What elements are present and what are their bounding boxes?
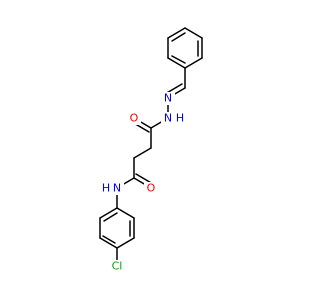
- nitrogen-atom-label: N: [164, 92, 172, 105]
- bond: [171, 55, 186, 64]
- oxygen-atom-label: O: [130, 112, 139, 125]
- hydrogen-atom-label: H: [176, 112, 184, 125]
- bond: [99, 237, 118, 249]
- atom-background: [161, 92, 175, 105]
- atom-background: [144, 182, 158, 195]
- bond-layer: [99, 27, 203, 264]
- bond: [133, 147, 152, 159]
- bond: [116, 207, 135, 219]
- chemical-structure: N N H O O N H Cl: [99, 27, 203, 273]
- nitrogen-atom-label: N: [113, 182, 121, 195]
- bond: [103, 212, 118, 222]
- atom-background: [110, 182, 124, 195]
- chlorine-atom-label: Cl: [112, 260, 123, 273]
- atom-background: [161, 112, 175, 125]
- bond: [102, 235, 116, 244]
- bond: [167, 57, 186, 69]
- bond: [184, 57, 203, 69]
- atom-background: [127, 112, 141, 125]
- bond: [184, 27, 203, 39]
- bond: [99, 207, 118, 219]
- bond: [167, 27, 186, 39]
- nitrogen-atom-label: N: [164, 112, 172, 125]
- bond: [116, 237, 135, 249]
- oxygen-atom-label: O: [147, 182, 156, 195]
- hydrogen-atom-label: H: [102, 182, 110, 195]
- atom-background: [107, 260, 127, 273]
- atom-layer: N N H O O N H Cl: [102, 92, 184, 273]
- bond: [171, 32, 186, 42]
